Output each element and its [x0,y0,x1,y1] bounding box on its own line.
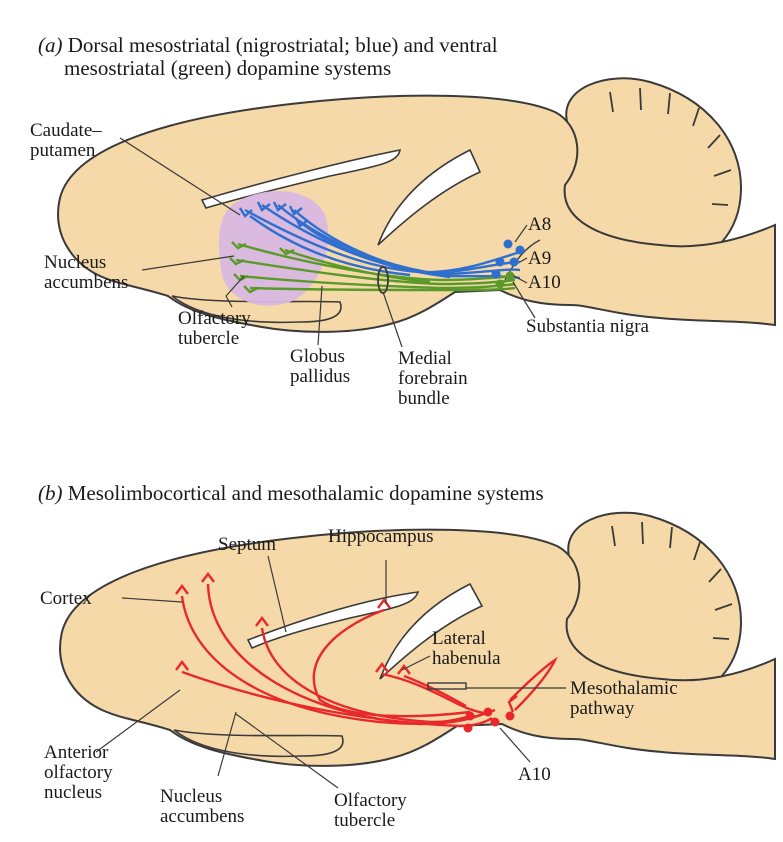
label-hippocampus: Hippocampus [328,526,434,547]
label-olfactory-tubercle-1: Olfactory [178,308,251,329]
panel-b-part-label: (b) [38,481,63,505]
label-a10-b: A10 [518,764,551,785]
label-globus-pallidus-1: Globus [290,346,345,367]
panel-b-caption: (b) Mesolimbocortical and mesothalamic d… [38,481,544,506]
label-septum: Septum [218,534,276,555]
label-lateral-habenula-1: Lateral [432,628,486,649]
label-mfb-1: Medial [398,348,452,369]
label-anterior-olfactory-3: nucleus [44,782,102,803]
label-caudate-1: Caudate– [30,120,102,141]
label-nucleus-accumbens-b-1: Nucleus [160,786,222,807]
label-globus-pallidus-2: pallidus [290,366,350,387]
panel-a-caption-line2: mesostriatal (green) dopamine systems [64,56,391,81]
panel-b-brain [60,513,775,766]
label-nucleus-accumbens-b-2: accumbens [160,806,244,827]
panel-b-caption-text: Mesolimbocortical and mesothalamic dopam… [68,481,544,505]
label-anterior-olfactory-1: Anterior [44,742,108,763]
label-olfactory-tubercle-b-2: tubercle [334,810,395,831]
panel-a-part-label: (a) [38,33,63,57]
panel-a-brain [58,78,775,332]
label-anterior-olfactory-2: olfactory [44,762,113,783]
label-a9: A9 [528,248,551,269]
label-a8: A8 [528,214,551,235]
label-caudate-2: putamen [30,140,95,161]
label-olfactory-tubercle-2: tubercle [178,328,239,349]
label-nucleus-accumbens-2: accumbens [44,272,128,293]
panel-a-caption-line1: Dorsal mesostriatal (nigrostriatal; blue… [68,33,498,57]
label-mesothalamic-2: pathway [570,698,634,719]
label-a10-a: A10 [528,272,561,293]
label-mfb-2: forebrain [398,368,468,389]
label-olfactory-tubercle-b-1: Olfactory [334,790,407,811]
label-nucleus-accumbens-1: Nucleus [44,252,106,273]
label-mesothalamic-1: Mesothalamic [570,678,678,699]
label-cortex: Cortex [40,588,92,609]
label-substantia-nigra: Substantia nigra [526,316,649,337]
label-lateral-habenula-2: habenula [432,648,501,669]
label-mfb-3: bundle [398,388,450,409]
panel-a-caption: (a) Dorsal mesostriatal (nigrostriatal; … [38,33,498,58]
